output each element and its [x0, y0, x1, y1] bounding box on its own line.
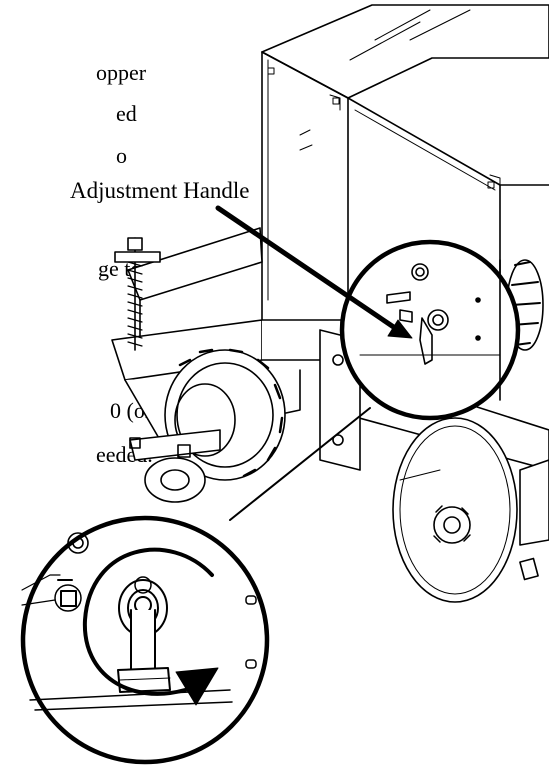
rotation-arrow-icon — [82, 547, 214, 696]
text-fragment-1: opper — [96, 60, 147, 85]
seed-hopper — [261, 4, 549, 331]
callout-arrow — [215, 205, 413, 339]
text-fragment-2: ed — [116, 101, 137, 126]
adjustment-handle-label: Adjustment Handle — [70, 178, 250, 203]
adjustment-handle-icon — [419, 317, 433, 365]
gauge-wheel — [129, 429, 221, 503]
disc-opener — [392, 417, 549, 603]
adjustment-detail-circle — [339, 239, 521, 421]
detail-magnifier-icon — [20, 515, 270, 765]
magnifier-connector — [229, 407, 371, 521]
down-pressure-spring — [114, 237, 161, 351]
text-fragment-3: o — [116, 143, 127, 168]
